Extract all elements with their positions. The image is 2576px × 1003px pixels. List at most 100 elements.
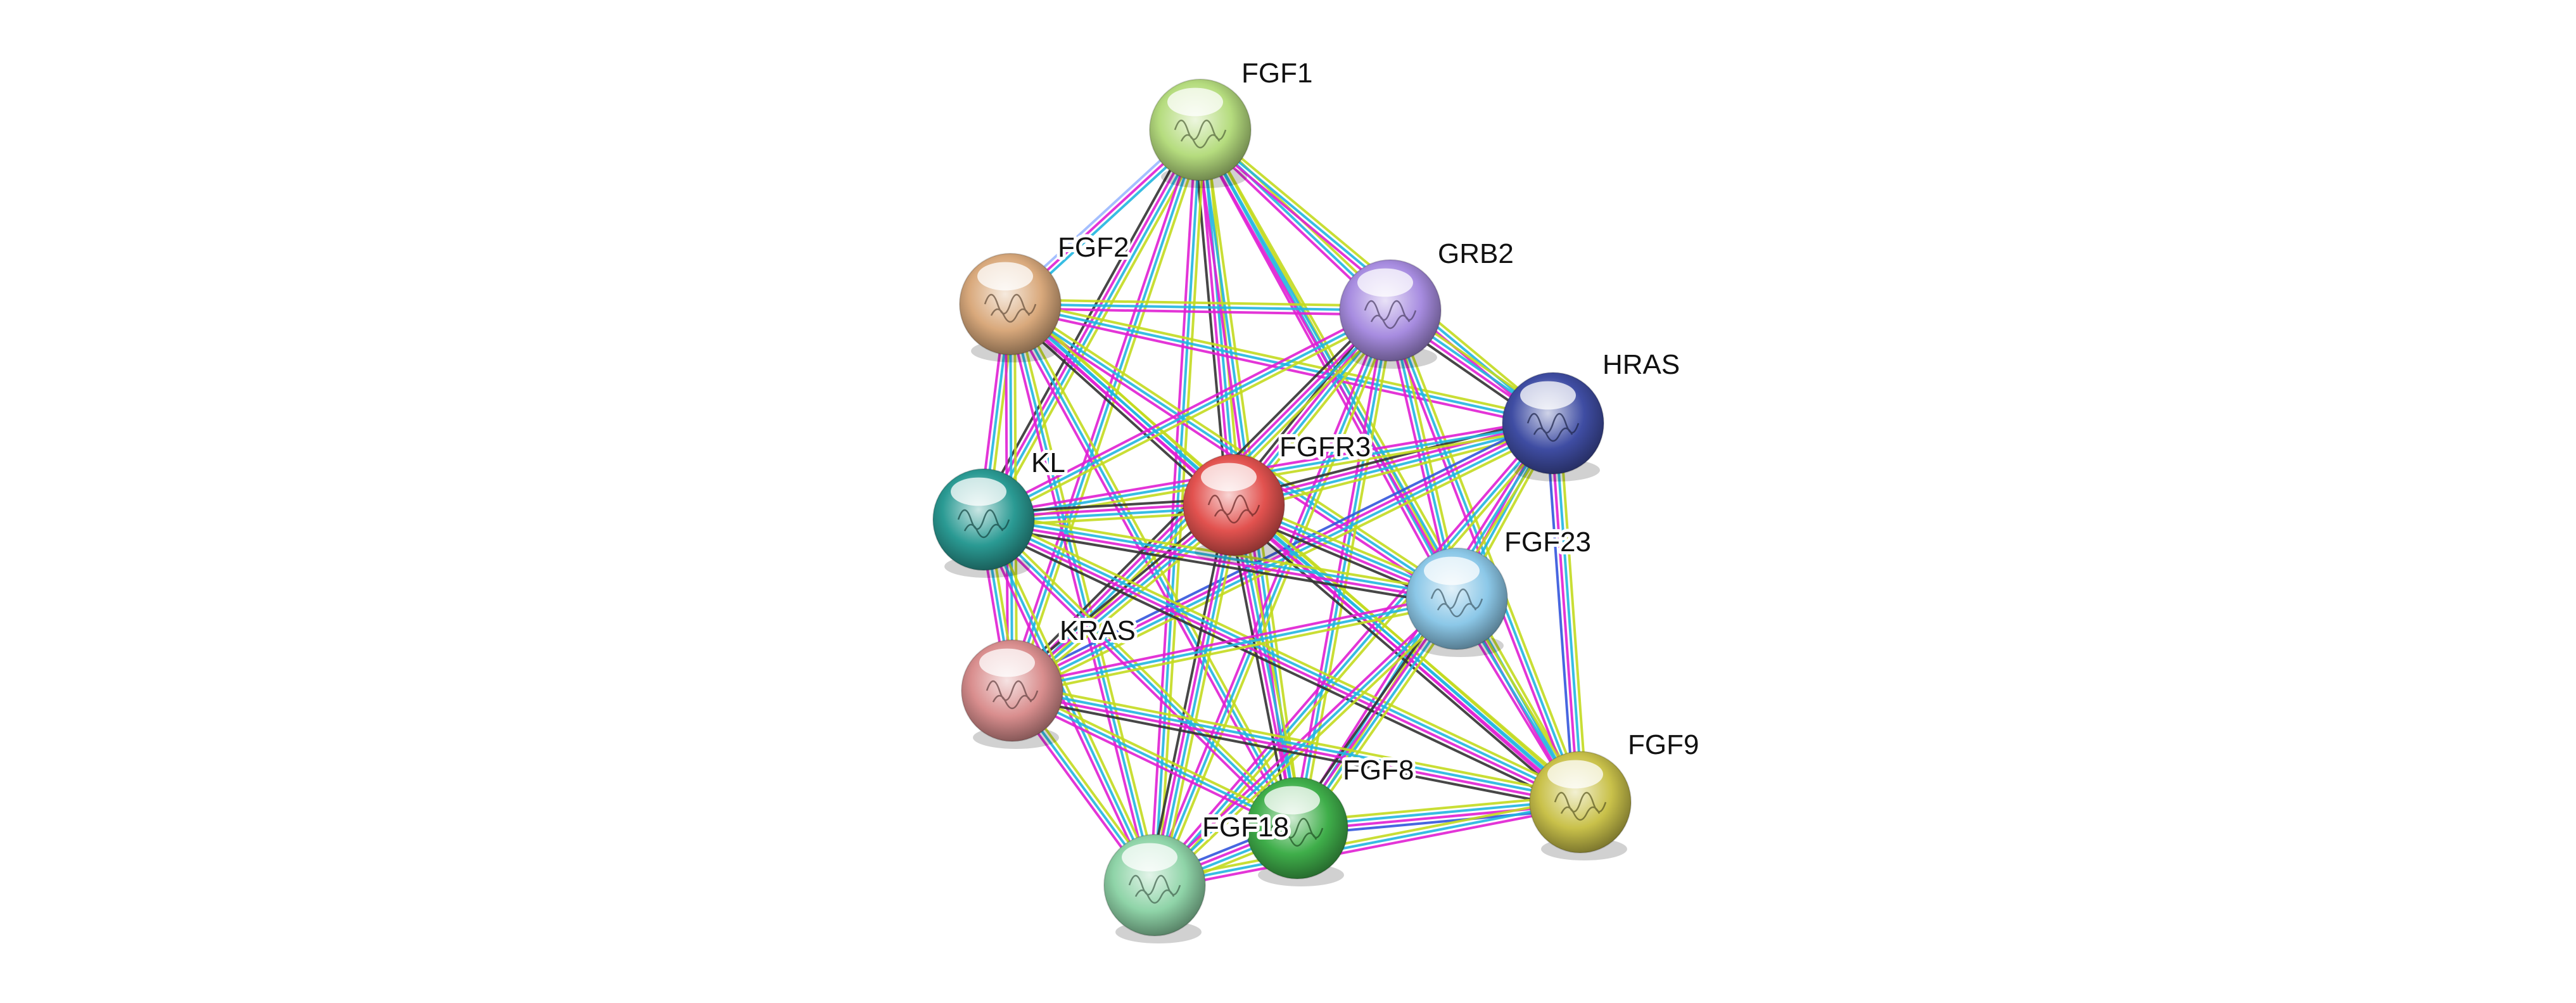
edge-line: [1006, 128, 1198, 690]
edge-line: [985, 313, 1393, 525]
edge-hras-fgfr3: [1231, 415, 1556, 513]
node-highlight: [977, 262, 1033, 291]
node-fgf1[interactable]: FGF1: [1149, 54, 1316, 188]
edge-line: [1228, 509, 1577, 808]
node-label: KL: [1031, 447, 1065, 478]
edge-fgf2-grb2: [1010, 298, 1391, 316]
edge-line: [1013, 685, 1300, 826]
edge-line: [1146, 503, 1229, 885]
edge-line: [980, 128, 1200, 520]
edge-line: [1157, 425, 1558, 889]
node-fgf8[interactable]: FGF8: [1246, 751, 1417, 886]
edge-fgf1-kras: [1006, 128, 1206, 693]
edge-line: [1155, 505, 1238, 886]
protein-structure-icon: [1554, 791, 1607, 821]
edge-line: [1234, 504, 1301, 828]
edge-line: [1013, 682, 1582, 797]
edge-line: [1009, 303, 1458, 600]
edge-line: [1554, 423, 1584, 802]
node-highlight: [1547, 760, 1603, 789]
edge-fgf18-fgf9: [1153, 796, 1582, 891]
node-highlight: [1122, 843, 1177, 872]
edge-kras-fgf8: [1010, 685, 1300, 834]
node-label: FGF18: [1202, 812, 1289, 843]
edge-line: [1157, 601, 1461, 890]
protein-structure-icon: [957, 509, 1010, 539]
protein-structure-icon: [1364, 300, 1417, 329]
protein-structure-icon: [1207, 494, 1260, 524]
node-highlight: [1520, 381, 1576, 410]
edge-line: [1011, 593, 1456, 688]
edge-line: [1150, 419, 1551, 883]
edge-line: [980, 524, 1578, 810]
edge-line: [1015, 131, 1206, 693]
protein-structure-icon: [1526, 412, 1580, 442]
node-hras[interactable]: HRAS: [1502, 346, 1683, 482]
node-highlight: [1264, 786, 1320, 815]
protein-structure-icon: [986, 680, 1039, 710]
edge-line: [1234, 424, 1554, 509]
edge-line: [1012, 299, 1460, 596]
edge-line: [982, 525, 1456, 607]
edge-line: [1393, 308, 1586, 802]
edge-kl-fgf8: [979, 515, 1302, 833]
protein-structure-icon: [1174, 119, 1227, 149]
protein-structure-icon: [1128, 874, 1181, 904]
node-fgf18[interactable]: FGF18: [1103, 808, 1292, 943]
node-fgf9[interactable]: FGF9: [1529, 726, 1702, 860]
edge-line: [1010, 298, 1391, 308]
edge-line: [1011, 691, 1580, 806]
edge-line: [1151, 504, 1233, 885]
edge-line: [983, 520, 1457, 603]
edge-line: [1012, 424, 1555, 694]
node-highlight: [951, 477, 1006, 506]
edge-line: [1558, 423, 1589, 802]
node-label: FGF1: [1241, 58, 1312, 89]
edge-fgf2-fgf18: [1005, 302, 1160, 887]
node-highlight: [1357, 268, 1413, 297]
edge-line: [983, 309, 1391, 521]
edge-line: [1012, 597, 1457, 692]
edge-hras-fgf9: [1545, 423, 1589, 803]
edge-line: [1153, 310, 1392, 886]
node-kl[interactable]: KL: [932, 444, 1069, 578]
node-kras[interactable]: KRAS: [961, 612, 1139, 749]
node-highlight: [979, 648, 1035, 677]
edge-line: [1153, 422, 1554, 886]
edge-hras-fgf18: [1150, 419, 1558, 889]
edge-line: [1231, 506, 1580, 805]
edge-line: [1230, 505, 1297, 829]
edge-line: [1231, 415, 1552, 500]
edge-kl-fgf9: [980, 512, 1584, 810]
node-label: HRAS: [1602, 349, 1680, 380]
node-highlight: [1424, 556, 1480, 585]
edge-line: [1153, 796, 1580, 883]
edge-line: [1155, 805, 1582, 891]
node-fgf2[interactable]: FGF2: [959, 229, 1132, 362]
edge-line: [1013, 601, 1458, 696]
edge-line: [1009, 303, 1298, 829]
edge-line: [1005, 305, 1152, 887]
node-fgf23[interactable]: FGF23: [1405, 523, 1594, 657]
node-label: FGF23: [1504, 527, 1591, 558]
edge-line: [1011, 129, 1202, 691]
edge-line: [982, 418, 1553, 517]
edge-grb2-kl: [980, 305, 1393, 525]
edge-fgfr3-fgf18: [1146, 503, 1242, 887]
node-label: FGF9: [1628, 729, 1699, 760]
edge-line: [1545, 423, 1575, 803]
edge-line: [984, 516, 1582, 802]
edge-line: [982, 519, 1156, 886]
edge-line: [984, 516, 1457, 598]
edge-line: [980, 305, 1389, 517]
edge-line: [979, 521, 1295, 833]
edge-line: [1010, 303, 1554, 425]
edge-grb2-fgf18: [1149, 308, 1396, 888]
node-label: KRAS: [1060, 615, 1136, 646]
node-fgfr3[interactable]: FGFR3: [1183, 428, 1374, 563]
node-grb2[interactable]: GRB2: [1339, 235, 1517, 369]
edge-line: [982, 520, 1580, 805]
node-label: FGFR3: [1279, 431, 1371, 463]
edge-line: [1010, 307, 1390, 316]
